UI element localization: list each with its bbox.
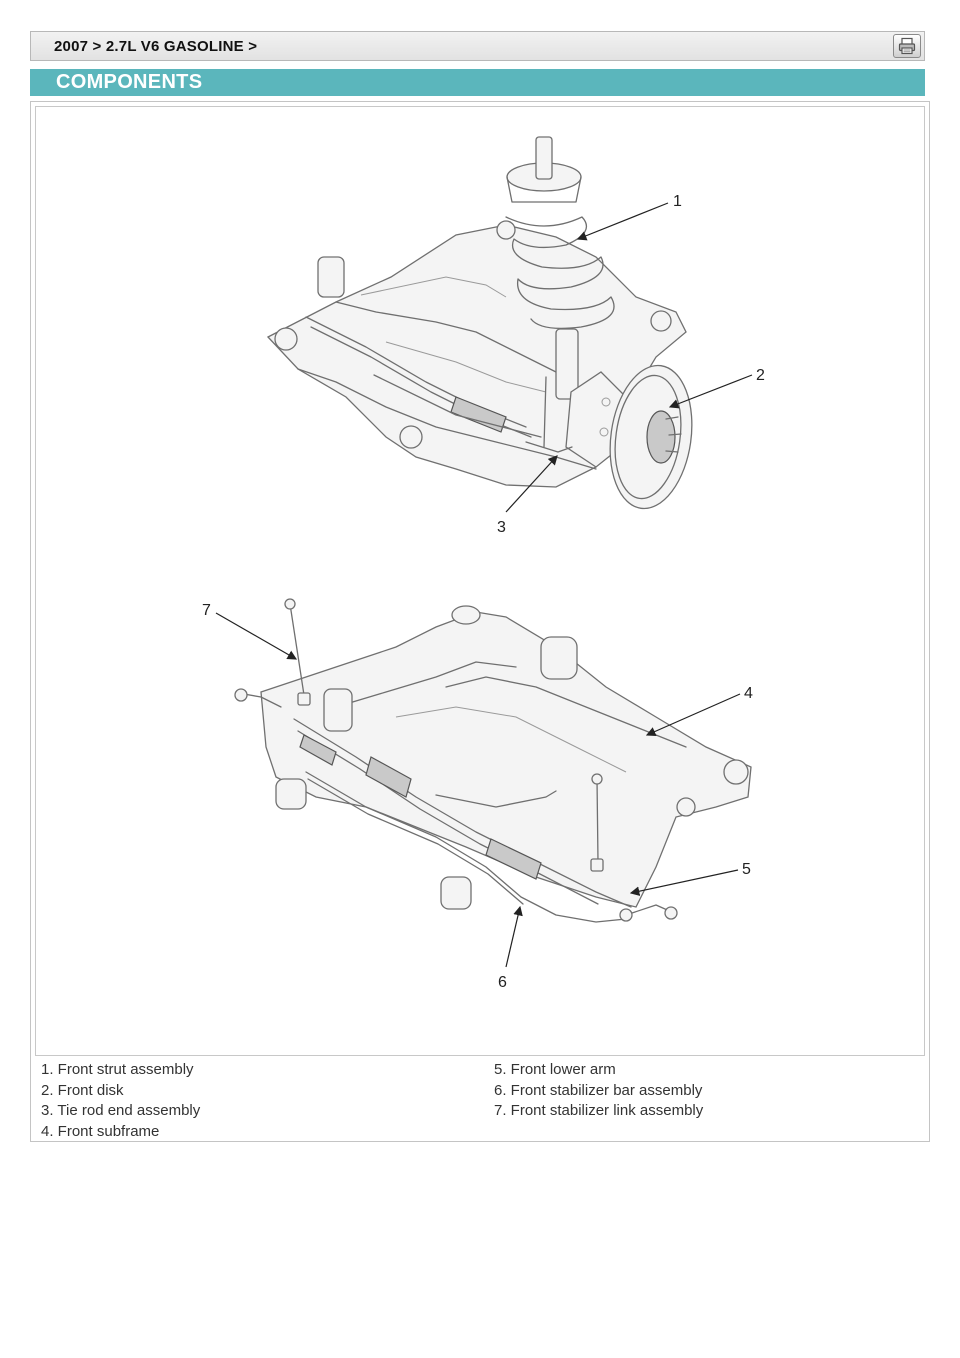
printer-icon bbox=[898, 37, 916, 55]
legend-item: 3. Tie rod end assembly bbox=[41, 1102, 201, 1119]
callout-5: 5 bbox=[742, 861, 751, 878]
legend-item: 7. Front stabilizer link assembly bbox=[494, 1102, 704, 1119]
suspension-diagram: 1 2 3 4 5 6 7 bbox=[202, 136, 765, 991]
upper-subframe-illustration bbox=[266, 136, 693, 510]
callout-6: 6 bbox=[498, 974, 507, 991]
breadcrumb: 2007 > 2.7L V6 GASOLINE > bbox=[30, 31, 925, 61]
callout-7: 7 bbox=[202, 602, 211, 619]
breadcrumb-text: 2007 > 2.7L V6 GASOLINE > bbox=[54, 38, 258, 55]
legend-item: 2. Front disk bbox=[41, 1081, 124, 1099]
section-title: COMPONENTS bbox=[56, 71, 203, 93]
components-figure: 1 2 3 4 5 6 7 bbox=[35, 106, 925, 1056]
legend-column-right: 5. Front lower arm 6. Front stabilizer b… bbox=[494, 1060, 703, 1122]
callout-3: 3 bbox=[497, 519, 506, 536]
legend-item: 6. Front stabilizer bar assembly bbox=[494, 1081, 703, 1099]
callout-2: 2 bbox=[756, 367, 765, 384]
section-header: COMPONENTS bbox=[30, 69, 925, 96]
legend-item: 1. Front strut assembly bbox=[41, 1061, 194, 1078]
legend-item: 4. Front subframe bbox=[41, 1122, 160, 1140]
legend-item: 5. Front lower arm bbox=[494, 1061, 616, 1078]
callout-4: 4 bbox=[744, 685, 753, 702]
content-frame: 1 2 3 4 5 6 7 1. Front strut assembly 2.… bbox=[30, 101, 930, 1142]
callout-1: 1 bbox=[673, 193, 682, 210]
print-button[interactable] bbox=[893, 34, 921, 58]
lower-subframe-illustration bbox=[234, 598, 752, 923]
legend-column-left: 1. Front strut assembly 2. Front disk 3.… bbox=[41, 1060, 200, 1142]
callout-leaders: 1 2 3 4 5 6 7 bbox=[202, 193, 765, 991]
